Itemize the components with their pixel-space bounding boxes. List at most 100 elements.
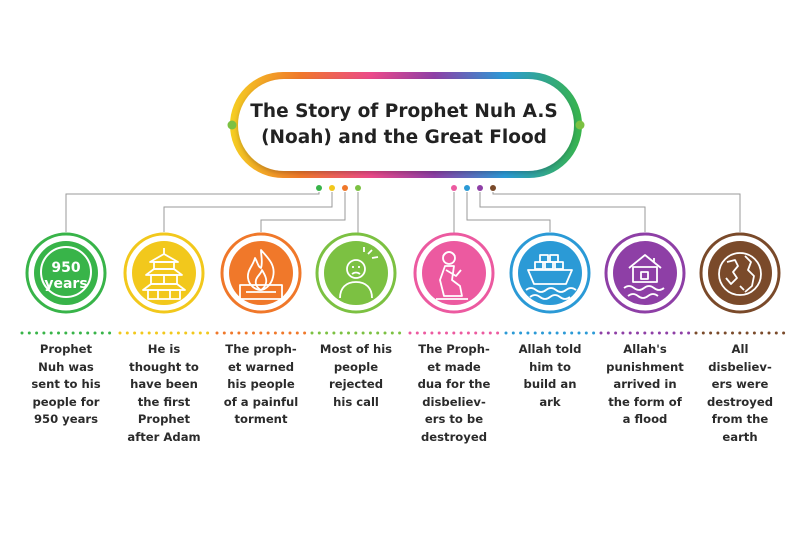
title-banner-inner <box>238 79 574 171</box>
step-circle <box>34 241 98 305</box>
separator-dot <box>147 331 151 335</box>
connector-dot <box>477 185 483 191</box>
separator-dot <box>281 331 285 335</box>
caption-line: Nuh was <box>38 359 94 374</box>
separator-dot <box>57 331 60 335</box>
caption-separator <box>310 331 402 335</box>
separator-dot <box>621 331 625 335</box>
separator-dot <box>481 331 485 335</box>
separator-dot <box>215 331 219 335</box>
separator-dot <box>339 331 343 335</box>
connector-line <box>466 192 551 232</box>
separator-dot <box>100 331 104 335</box>
separator-dot <box>49 331 53 335</box>
separator-dot <box>577 331 581 335</box>
caption-line: All <box>731 342 749 356</box>
caption-line: dua for the <box>417 377 491 391</box>
separator-dot <box>191 331 195 335</box>
separator-dot <box>244 331 248 335</box>
separator-dot <box>459 331 463 335</box>
separator-dot <box>184 331 188 335</box>
separator-dot <box>368 331 372 335</box>
caption-line: et warned <box>227 359 295 374</box>
separator-dot <box>325 331 329 335</box>
caption-separator <box>408 331 500 335</box>
separator-dot <box>437 331 441 335</box>
separator-dot <box>347 331 350 335</box>
separator-dot <box>716 331 720 335</box>
caption-line: the first <box>137 394 191 409</box>
caption-line: destroyed <box>420 429 487 444</box>
separator-dot <box>42 331 46 335</box>
separator-dot <box>723 331 727 335</box>
separator-dot <box>445 331 448 335</box>
caption-line: thought to <box>129 359 199 374</box>
separator-dot <box>415 331 419 335</box>
caption-line: him to <box>529 359 571 374</box>
rejecting-person-icon <box>339 247 379 299</box>
title-banner <box>227 72 585 178</box>
caption-separator <box>118 331 210 335</box>
separator-dot <box>738 331 742 335</box>
caption-line: 950 years <box>33 412 99 426</box>
step-icons: 950 years <box>40 246 762 300</box>
badge-number: 950 <box>51 260 80 276</box>
separator-dot <box>64 331 68 335</box>
caption-line: punishment <box>606 359 684 374</box>
title: The Story of Prophet Nuh A.S (Noah) and … <box>250 84 558 166</box>
separator-dot <box>606 331 610 335</box>
caption-line: his call <box>333 394 379 409</box>
separator-dot <box>511 331 515 335</box>
separator-dot <box>169 331 173 335</box>
separator-dot <box>628 331 632 335</box>
separator-dot <box>140 331 144 335</box>
separator-dot <box>252 331 255 335</box>
step-circle <box>613 241 677 305</box>
caption-separator <box>215 331 307 335</box>
separator-dot <box>570 331 574 335</box>
title-line-2: (Noah) and the Great Flood <box>261 127 547 148</box>
separator-dot <box>541 331 544 335</box>
years-badge-icon: 950 years <box>40 246 92 298</box>
separator-dot <box>504 331 508 335</box>
step-circle-ring <box>509 232 591 314</box>
connector-dot <box>342 185 348 191</box>
connector-dot <box>451 185 457 191</box>
step-circle-ring <box>699 232 781 314</box>
separator-dot <box>636 331 639 335</box>
separator-dot <box>27 331 31 335</box>
caption-line: Prophet <box>39 342 93 356</box>
separator-dot <box>452 331 456 335</box>
connector-line <box>65 192 320 232</box>
title-line-1: The Story of Prophet Nuh A.S <box>250 101 558 122</box>
separator-dot <box>310 331 314 335</box>
separator-dot <box>332 331 336 335</box>
caption-separator <box>694 331 786 335</box>
connector-lines <box>65 192 741 235</box>
separator-dot <box>767 331 771 335</box>
caption-line: have been <box>130 377 198 391</box>
separator-dot <box>488 331 492 335</box>
separator-dot <box>108 331 112 335</box>
step-circle <box>132 241 196 305</box>
separator-dot <box>398 331 402 335</box>
separator-dot <box>679 331 683 335</box>
separator-dot <box>672 331 676 335</box>
separator-dot <box>592 331 596 335</box>
connector-line <box>260 192 346 232</box>
separator-dot <box>35 331 39 335</box>
separator-dot <box>125 331 129 335</box>
separator-dot <box>687 331 691 335</box>
separator-dot <box>466 331 470 335</box>
separator-dot <box>71 331 75 335</box>
step-circle-ring <box>220 232 302 314</box>
separator-dot <box>93 331 97 335</box>
separator-dot <box>198 331 202 335</box>
caption-line: ark <box>539 394 561 409</box>
separator-dot <box>430 331 434 335</box>
separator-dot <box>760 331 764 335</box>
caption-line: people <box>333 359 379 374</box>
